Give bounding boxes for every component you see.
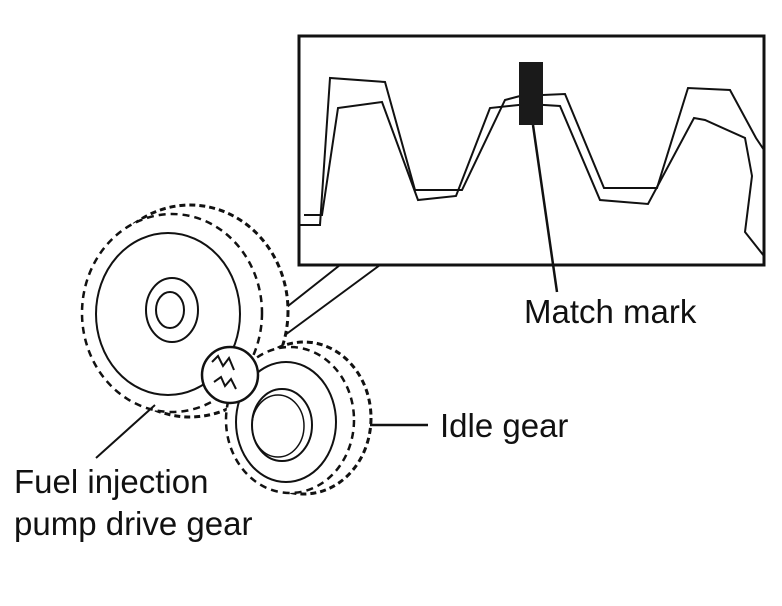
idle-gear-label: Idle gear xyxy=(440,407,569,444)
match-mark-leader xyxy=(531,124,559,293)
idle-gear-rim xyxy=(224,345,356,495)
idle-gear xyxy=(224,340,373,496)
fuel-gear-face xyxy=(95,232,241,396)
detail-inset-frame xyxy=(297,34,766,267)
idle-gear-face xyxy=(235,361,337,483)
match-mark-block xyxy=(519,62,543,125)
mesh-magnifier-circle xyxy=(200,345,260,405)
idle-gear-bore-inner xyxy=(251,394,305,458)
mesh-detail-teeth xyxy=(211,354,237,390)
fuel-pump-gear-label-line2: pump drive gear xyxy=(14,505,253,542)
fuel-gear-leader xyxy=(95,404,156,459)
fuel-gear-hub-inner xyxy=(155,291,185,329)
fuel-pump-gear-label-line1: Fuel injection xyxy=(14,463,209,500)
fuel-gear-hub-outer xyxy=(145,277,199,343)
match-mark-label: Match mark xyxy=(524,293,697,330)
